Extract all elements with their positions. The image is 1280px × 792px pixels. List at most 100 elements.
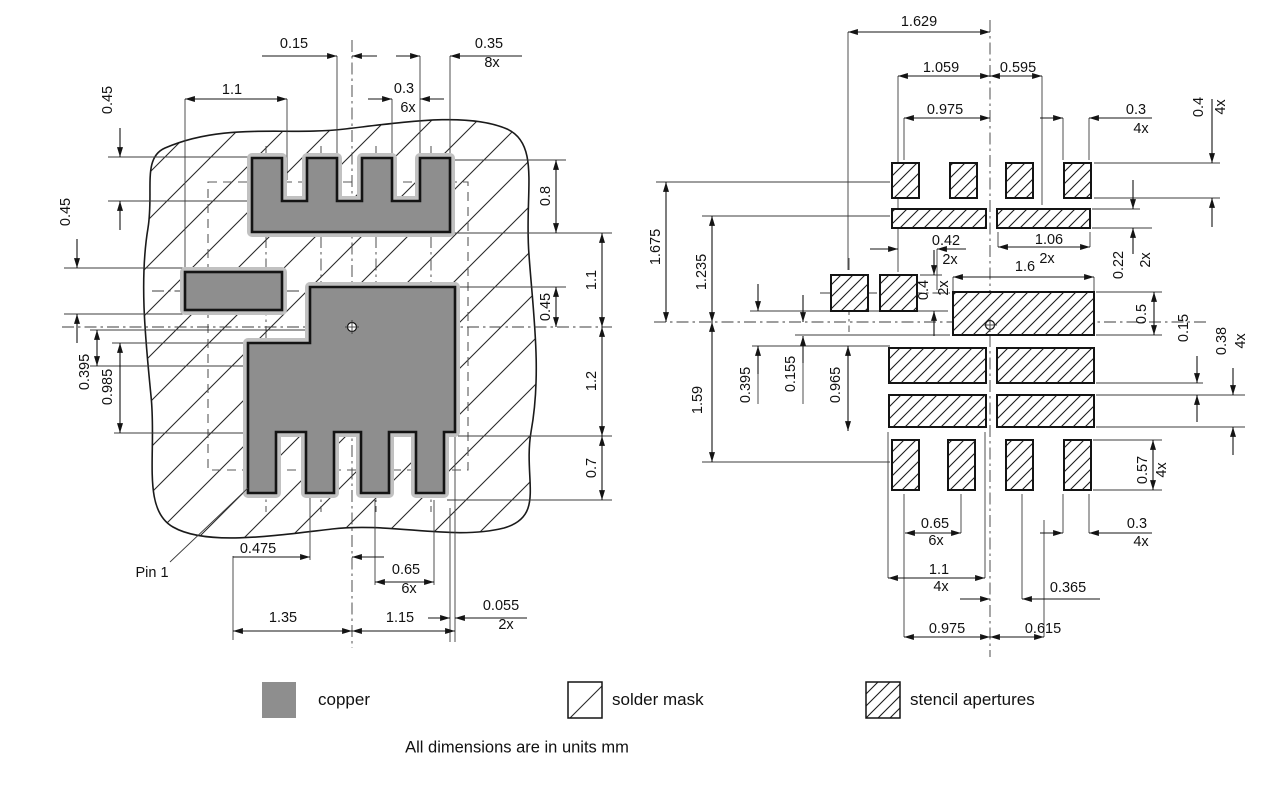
dimension-label: 2x bbox=[498, 616, 514, 633]
pin1-label: Pin 1 bbox=[135, 564, 169, 581]
dimension-label: 0.45 bbox=[99, 85, 116, 115]
stencil-apertures-swatch bbox=[865, 681, 901, 719]
solder-mask-swatch bbox=[567, 681, 603, 719]
dimension-label: 2x bbox=[935, 280, 952, 296]
dimension-label: 0.975 bbox=[926, 101, 964, 118]
pin1-leader-line bbox=[169, 487, 249, 563]
dimension-label: 4x bbox=[933, 578, 949, 595]
dimension-label: 1.1 bbox=[928, 561, 950, 578]
dimension-label: 1.35 bbox=[268, 609, 298, 626]
dimension-label: 1.6 bbox=[1014, 258, 1036, 275]
dimension-label: 0.3 bbox=[393, 80, 415, 97]
stencil-aperture bbox=[1005, 439, 1034, 491]
right-centerlines bbox=[654, 20, 1206, 657]
dimension-label: 0.35 bbox=[474, 35, 504, 52]
stencil-aperture bbox=[891, 208, 987, 229]
stencil-aperture bbox=[830, 274, 869, 312]
stencil-aperture bbox=[879, 274, 918, 312]
dimension-label: 0.4 bbox=[915, 279, 932, 301]
stencil-aperture bbox=[888, 394, 987, 428]
dimension-label: 1.59 bbox=[689, 385, 706, 415]
copper-top-comb-pad bbox=[250, 156, 452, 234]
legend-swatches bbox=[262, 681, 901, 719]
dimension-label: 4x bbox=[1232, 333, 1249, 349]
copper-swatch bbox=[262, 682, 296, 718]
dimension-label: 0.57 bbox=[1134, 455, 1151, 485]
dimension-label: 6x bbox=[401, 580, 417, 597]
dimension-label: 0.65 bbox=[391, 561, 421, 578]
stencil-aperture bbox=[996, 347, 1095, 384]
stencil-apertures bbox=[830, 162, 1095, 491]
dimension-label: 0.5 bbox=[1133, 303, 1150, 325]
right-extension-lines bbox=[656, 32, 1245, 637]
dimension-label: 0.65 bbox=[920, 515, 950, 532]
stencil-aperture bbox=[888, 347, 987, 384]
dimension-label: 1.675 bbox=[647, 228, 664, 266]
dimension-label: 0.975 bbox=[928, 620, 966, 637]
left-dimension-lines bbox=[74, 53, 605, 634]
dimension-label: 4x bbox=[1212, 99, 1229, 115]
stencil-aperture bbox=[1063, 439, 1092, 491]
dimension-label: 0.155 bbox=[782, 355, 799, 393]
stencil-aperture bbox=[996, 394, 1095, 428]
stencil-aperture bbox=[1063, 162, 1092, 199]
legend-copper-label: copper bbox=[318, 690, 370, 709]
dimension-label: 0.475 bbox=[239, 540, 277, 557]
stencil-aperture bbox=[949, 162, 978, 199]
dimension-label: 0.42 bbox=[931, 232, 961, 249]
stencil-aperture bbox=[952, 291, 1095, 336]
dimension-label: 1.2 bbox=[583, 370, 600, 392]
stencil-aperture bbox=[891, 162, 920, 199]
dimension-label: 2x bbox=[1137, 252, 1154, 268]
left-figure-copper-land-pattern bbox=[62, 40, 612, 648]
dimension-label: 0.15 bbox=[279, 35, 309, 52]
dimension-label: 0.38 bbox=[1213, 326, 1230, 356]
dimension-label: 2x bbox=[942, 251, 958, 268]
copper-pads bbox=[180, 153, 460, 498]
legend-stencil-apertures-label: stencil apertures bbox=[910, 690, 1035, 709]
dimension-label: 1.06 bbox=[1034, 231, 1064, 248]
dimension-label: 0.45 bbox=[537, 292, 554, 322]
units-note: All dimensions are in units mm bbox=[405, 738, 629, 757]
left-origin-marker bbox=[345, 320, 359, 334]
dimension-label: 0.15 bbox=[1175, 313, 1192, 343]
dimension-label: 0.395 bbox=[76, 353, 93, 391]
copper-side-pad bbox=[183, 270, 284, 312]
stencil-aperture bbox=[891, 439, 920, 491]
dimension-label: 1.629 bbox=[900, 13, 938, 30]
dimension-label: 0.45 bbox=[57, 197, 74, 227]
dimension-label: 1.059 bbox=[922, 59, 960, 76]
dimension-label: 0.985 bbox=[99, 368, 116, 406]
dimension-label: 6x bbox=[928, 532, 944, 549]
dimension-label: 0.3 bbox=[1125, 101, 1147, 118]
copper-thermal-pad bbox=[246, 285, 457, 495]
dimension-label: 0.595 bbox=[999, 59, 1037, 76]
dimension-label: 4x bbox=[1153, 462, 1170, 478]
stencil-aperture bbox=[947, 439, 976, 491]
dimension-label: 0.395 bbox=[737, 366, 754, 404]
dimension-label: 2x bbox=[1039, 250, 1055, 267]
dimension-label: 0.965 bbox=[827, 366, 844, 404]
legend-solder-mask-label: solder mask bbox=[612, 690, 704, 709]
dimension-label: 1.1 bbox=[583, 269, 600, 291]
dimension-label: 0.7 bbox=[583, 457, 600, 479]
dimension-label: 0.8 bbox=[537, 185, 554, 207]
dimension-label: 0.365 bbox=[1049, 579, 1087, 596]
stencil-aperture bbox=[1005, 162, 1034, 199]
dimension-label: 1.15 bbox=[385, 609, 415, 626]
dimension-label: 0.22 bbox=[1110, 250, 1127, 280]
right-dimension-lines bbox=[663, 29, 1236, 640]
dimension-label: 8x bbox=[484, 54, 500, 71]
dimension-label: 4x bbox=[1133, 533, 1149, 550]
dimension-label: 1.235 bbox=[693, 253, 710, 291]
dimension-label: 0.4 bbox=[1190, 96, 1207, 118]
right-figure-stencil-apertures bbox=[654, 20, 1245, 657]
stencil-aperture bbox=[996, 208, 1091, 229]
right-origin-marker bbox=[983, 318, 997, 332]
dimension-label: 6x bbox=[400, 99, 416, 116]
dimension-label: 0.3 bbox=[1126, 515, 1148, 532]
dimension-label: 1.1 bbox=[221, 81, 243, 98]
dimension-label: 0.055 bbox=[482, 597, 520, 614]
